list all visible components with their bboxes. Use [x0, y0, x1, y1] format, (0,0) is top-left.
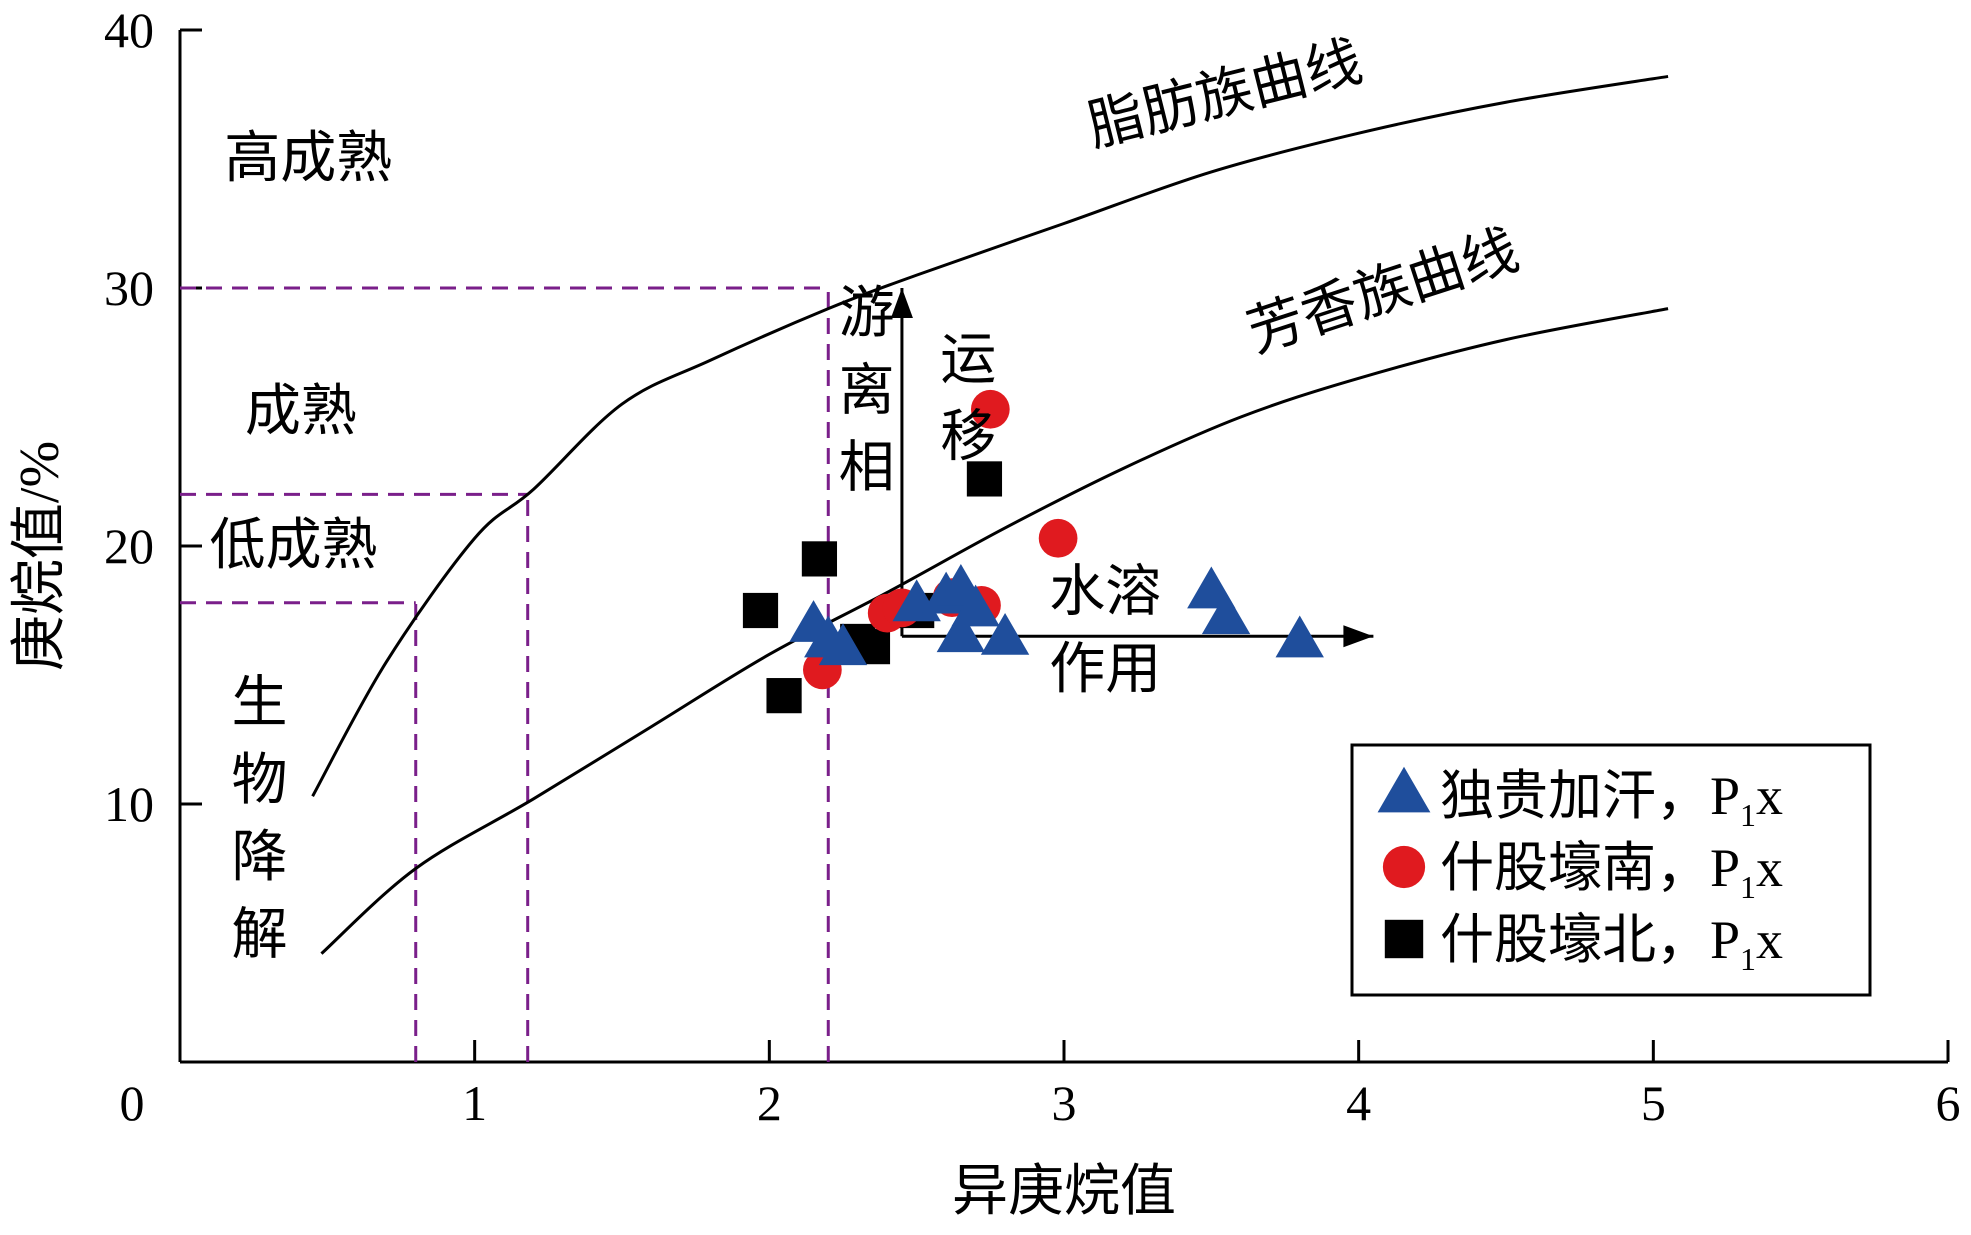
annotation-label: 移 — [940, 407, 996, 469]
curves — [311, 74, 1669, 955]
arrow-head — [890, 288, 913, 318]
annotation-label: 芳香族曲线 — [1240, 219, 1525, 364]
data-point-circle — [1038, 518, 1078, 558]
data-point-triangle — [818, 623, 868, 666]
legend-marker — [1377, 766, 1431, 813]
annotation-char: 相 — [839, 438, 895, 500]
annotation-label: 运 — [940, 329, 996, 391]
x-tick-label: 6 — [1936, 1075, 1961, 1131]
annotation-label: 水溶 — [1049, 562, 1161, 624]
annotation-char: 生 — [232, 672, 288, 734]
data-point-square — [966, 461, 1003, 497]
annotation-char: 解 — [232, 905, 288, 967]
data-point-triangle — [1275, 615, 1324, 658]
annotation-label: 高成熟 — [224, 128, 392, 190]
annotation-label: 脂肪族曲线 — [1082, 31, 1369, 159]
annotation-char: 物 — [232, 750, 288, 812]
legend-marker — [1384, 919, 1424, 959]
x-axis-title: 异庚烷值 — [952, 1161, 1176, 1223]
annotation-label: 作用 — [1049, 639, 1161, 701]
data-point-circle — [970, 389, 1010, 429]
x-tick-label: 2 — [757, 1075, 782, 1131]
curve-line — [311, 74, 1669, 797]
data-point-triangle — [1201, 592, 1251, 635]
reference-lines — [180, 286, 830, 1062]
y-axis-title: 庚烷值/% — [9, 441, 71, 671]
annotation-label: 成熟 — [245, 381, 357, 443]
data-point-square — [801, 541, 838, 577]
data-point-square — [742, 592, 779, 629]
axis-ticks: 0 1 2 3 4 5 6 10 20 30 40 — [104, 2, 1961, 1131]
curve-line — [320, 307, 1669, 955]
legend-label: 什股壕南，P1x — [1440, 838, 1783, 905]
data-point-square — [766, 678, 802, 714]
data-point-triangle — [980, 612, 1030, 655]
annotation-label: 低成熟 — [209, 515, 377, 577]
y-tick-label: 20 — [104, 518, 154, 574]
x-tick-label: 4 — [1346, 1075, 1371, 1131]
arrow-head — [1343, 625, 1374, 648]
legend-marker — [1382, 845, 1426, 889]
data-point-triangle — [936, 610, 986, 653]
y-tick-label: 10 — [104, 776, 154, 832]
x-tick-label: 3 — [1052, 1075, 1077, 1131]
x-tick-label: 1 — [462, 1075, 487, 1131]
annotation-char: 游 — [839, 283, 895, 345]
y-tick-label: 30 — [104, 260, 154, 316]
legend-box — [1350, 743, 1872, 997]
annotation-char: 降 — [232, 827, 288, 889]
x-tick-label: 5 — [1641, 1075, 1666, 1131]
legend-label: 独贵加汗，P1x — [1440, 766, 1783, 833]
x-tick-label: 0 — [120, 1075, 145, 1131]
y-tick-label: 40 — [104, 2, 154, 58]
annotation-char: 离 — [839, 360, 895, 422]
data-points — [742, 389, 1324, 714]
legend-label: 什股壕北，P1x — [1440, 910, 1783, 977]
